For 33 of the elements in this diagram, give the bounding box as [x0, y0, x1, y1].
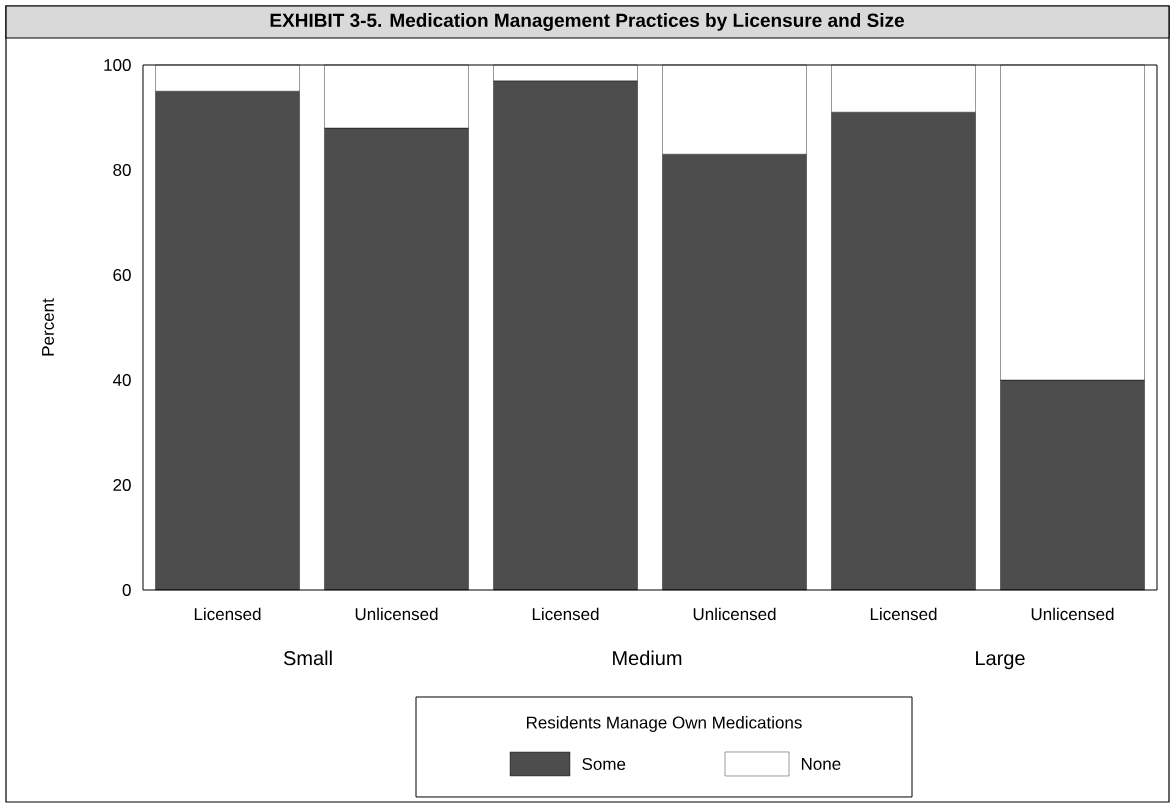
- x-tick-label: Unlicensed: [1031, 607, 1114, 621]
- stacked-bar-chart: 0 20 40 60 80 100 Licensed Unlicensed Licensed Unlicensed Licensed Unlicensed Percent: [42, 58, 1158, 621]
- x-tick-label: Licensed: [870, 607, 937, 621]
- y-tick-label: 20: [113, 478, 131, 492]
- bar: [1000, 64, 1145, 381]
- legend-label: Some: [582, 757, 626, 770]
- x-tick-label: Unlicensed: [355, 607, 438, 621]
- bar: [324, 127, 469, 591]
- y-axis-title: Percent: [42, 298, 54, 356]
- bar: [493, 80, 638, 591]
- group-label: Large: [976, 651, 1025, 670]
- bar: [831, 111, 976, 591]
- bar: [662, 153, 807, 591]
- bar: [324, 64, 469, 129]
- x-tick-label: Unlicensed: [693, 607, 776, 621]
- x-tick-label: Licensed: [532, 607, 599, 621]
- bar: [493, 64, 638, 81]
- y-tick-label: 80: [113, 163, 131, 177]
- y-tick-label: 40: [112, 373, 131, 387]
- y-tick-label: 60: [113, 268, 131, 282]
- group-label: Medium: [613, 650, 682, 666]
- legend-label: None: [801, 758, 841, 770]
- bar: [662, 64, 807, 155]
- bar: [155, 64, 300, 92]
- legend-title: Residents Manage Own Medications: [526, 716, 802, 732]
- y-tick-label: 0: [122, 583, 131, 597]
- bar: [1000, 379, 1145, 591]
- bar: [155, 90, 300, 591]
- title-bar: EXHIBIT 3-5. Medication Management Practices by Licensure and Size: [5, 5, 1170, 39]
- y-tick-label: 100: [104, 58, 131, 72]
- bar: [831, 64, 976, 113]
- group-label: Small: [283, 650, 332, 666]
- x-tick-label: Licensed: [194, 607, 261, 621]
